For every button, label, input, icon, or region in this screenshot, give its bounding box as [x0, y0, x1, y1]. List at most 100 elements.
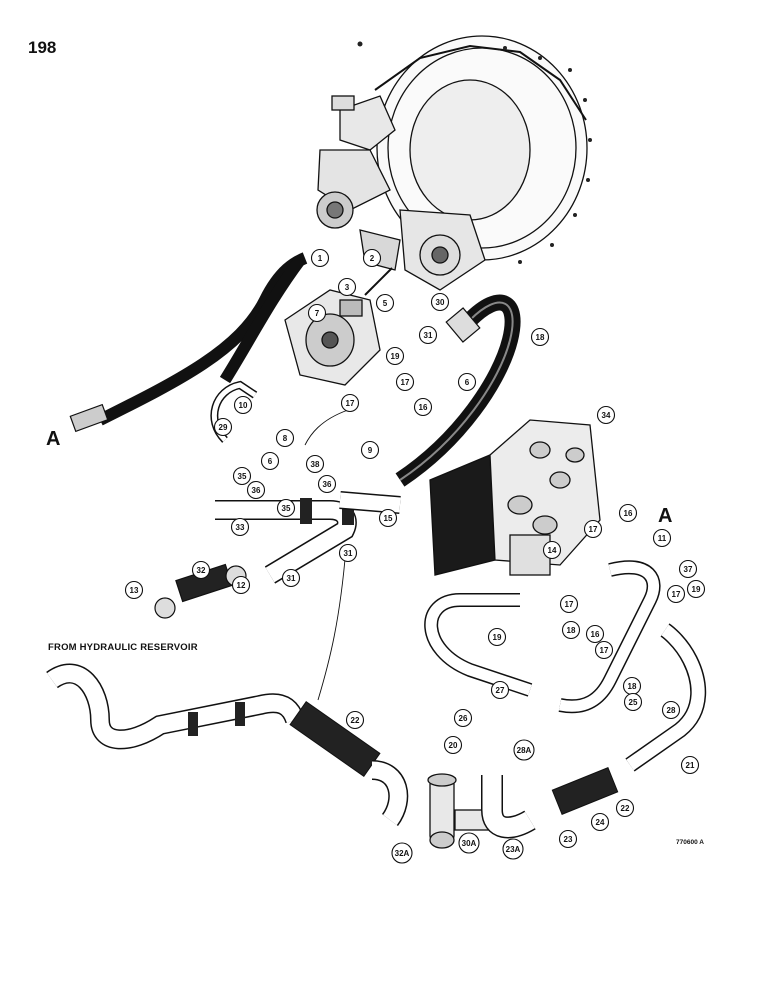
control-valve: [429, 419, 601, 576]
callout-17: 17: [559, 594, 579, 614]
callout-22: 22: [345, 710, 365, 730]
callout-label: 9: [368, 446, 373, 455]
callout-6: 6: [260, 451, 280, 471]
callout-1: 1: [310, 248, 330, 268]
elbow-23: [481, 775, 536, 839]
callout-label: 1: [318, 254, 323, 263]
callout-label: 16: [624, 509, 633, 518]
drawing-number: 770600 A: [676, 839, 704, 846]
callout-label: 37: [684, 565, 693, 574]
callout-29: 29: [213, 417, 233, 437]
callout-label: 2: [370, 254, 375, 263]
callout-21: 21: [680, 755, 700, 775]
callout-label: 6: [268, 457, 273, 466]
callout-31: 31: [418, 325, 438, 345]
callout-label: 18: [536, 333, 545, 342]
callout-3: 3: [337, 277, 357, 297]
reservoir-label: FROM HYDRAULIC RESERVOIR: [48, 642, 198, 653]
hose-21: [551, 767, 619, 815]
callout-17: 17: [594, 640, 614, 660]
callout-17: 17: [395, 372, 415, 392]
transmission-housing: [316, 35, 592, 291]
callout-label: 10: [239, 401, 248, 410]
callout-label: 27: [496, 686, 505, 695]
callout-label: 18: [567, 626, 576, 635]
callout-label: 17: [672, 590, 681, 599]
callout-26: 26: [453, 708, 473, 728]
callout-label: 22: [351, 716, 360, 725]
callout-label: 32: [197, 566, 206, 575]
callout-31: 31: [281, 568, 301, 588]
callout-label: 31: [287, 574, 296, 583]
callout-label: 33: [236, 523, 245, 532]
callout-19: 19: [385, 346, 405, 366]
callout-label: 11: [658, 534, 667, 543]
callout-label: 16: [419, 403, 428, 412]
callout-label: 14: [548, 546, 557, 555]
page-number: 198: [28, 38, 57, 57]
callout-37: 37: [678, 559, 698, 579]
callout-18: 18: [561, 620, 581, 640]
callout-label: 19: [493, 633, 502, 642]
callout-32a: 32A: [391, 842, 413, 864]
callout-23: 23: [558, 829, 578, 849]
callout-label: 32A: [395, 849, 410, 858]
callout-11: 11: [652, 528, 672, 548]
hose-37: [154, 563, 247, 619]
callout-label: 30: [436, 298, 445, 307]
callout-18: 18: [530, 327, 550, 347]
callout-label: 36: [252, 486, 261, 495]
callout-19: 19: [686, 579, 706, 599]
callout-label: 16: [591, 630, 600, 639]
callout-16: 16: [585, 624, 605, 644]
callout-label: 15: [384, 514, 393, 523]
callout-label: 31: [424, 331, 433, 340]
callout-17: 17: [583, 519, 603, 539]
callout-label: 38: [311, 460, 320, 469]
callout-label: 7: [315, 309, 320, 318]
callout-label: 29: [219, 423, 228, 432]
callout-label: 30A: [462, 839, 477, 848]
callout-label: 28A: [517, 746, 532, 755]
callout-24: 24: [590, 812, 610, 832]
callout-20: 20: [443, 735, 463, 755]
callout-label: 28: [667, 706, 676, 715]
callout-label: 6: [465, 378, 470, 387]
callout-36: 36: [317, 474, 337, 494]
callout-30: 30: [430, 292, 450, 312]
tube-13: [424, 593, 533, 697]
callout-7: 7: [307, 303, 327, 323]
callout-label: 17: [589, 525, 598, 534]
callout-35: 35: [232, 466, 252, 486]
callout-label: 17: [401, 378, 410, 387]
tube-14: [558, 560, 661, 714]
callout-label: 35: [238, 472, 247, 481]
callout-22: 22: [615, 798, 635, 818]
callout-30a: 30A: [458, 832, 480, 854]
callout-label: 17: [346, 399, 355, 408]
callout-label: 23: [564, 835, 573, 844]
callout-32: 32: [191, 560, 211, 580]
callout-label: 36: [323, 480, 332, 489]
hose-30: [395, 294, 521, 487]
callout-18: 18: [622, 676, 642, 696]
connection-letter-a-left: A: [46, 428, 61, 450]
callout-label: 18: [628, 682, 637, 691]
callout-label: 17: [600, 646, 609, 655]
tube-20: [625, 623, 707, 772]
callout-label: 35: [282, 504, 291, 513]
callout-5: 5: [375, 293, 395, 313]
callout-16: 16: [413, 397, 433, 417]
callout-17: 17: [666, 584, 686, 604]
callout-label: 12: [237, 581, 246, 590]
tee-fitting-23a: [427, 773, 491, 849]
callout-label: 19: [692, 585, 701, 594]
callout-label: 20: [449, 741, 458, 750]
callout-15: 15: [378, 508, 398, 528]
callout-28: 28: [661, 700, 681, 720]
callout-label: 34: [602, 411, 611, 420]
callout-label: 24: [596, 818, 605, 827]
callout-label: 17: [565, 600, 574, 609]
callout-16: 16: [618, 503, 638, 523]
